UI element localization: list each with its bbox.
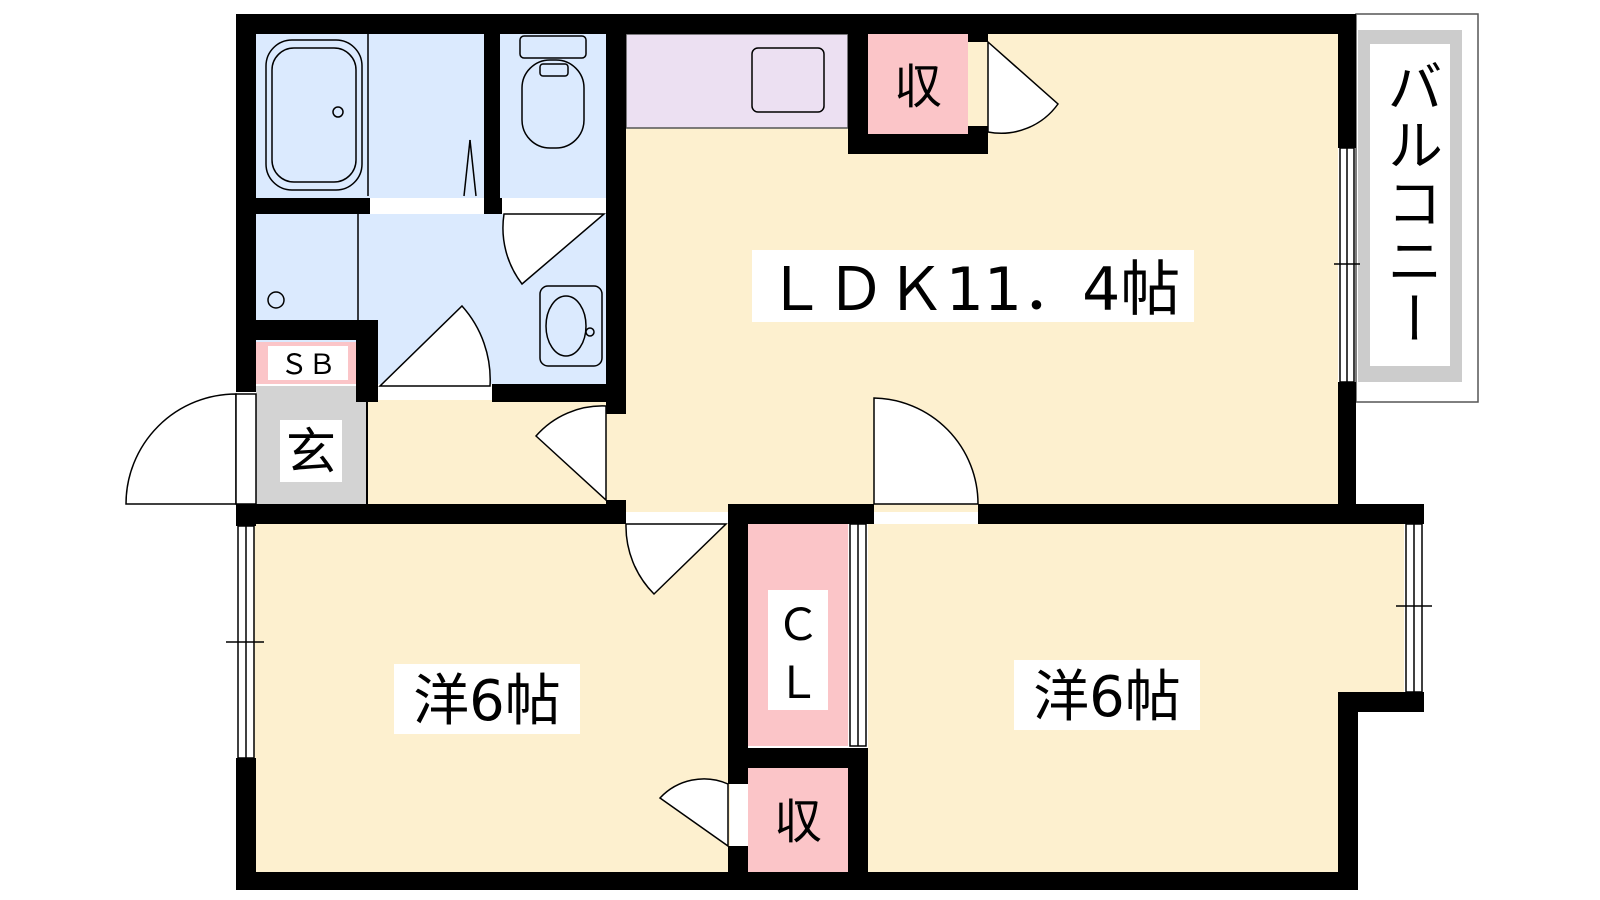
wash-basin-icon bbox=[539, 285, 603, 367]
windows bbox=[226, 147, 1432, 759]
entrance-label: 玄 bbox=[286, 423, 336, 481]
floor-fills bbox=[254, 32, 1404, 874]
right-room-door bbox=[873, 397, 979, 505]
bathroom-floor bbox=[256, 32, 484, 198]
doors bbox=[125, 40, 1060, 848]
storage-bottom-label: 収 bbox=[774, 794, 822, 850]
western-right-label: 洋6帖 bbox=[1033, 665, 1181, 730]
storage-top-fill bbox=[868, 32, 968, 134]
storage-top-label: 収 bbox=[894, 59, 942, 115]
ldk-door bbox=[534, 405, 607, 502]
storage-bottom-door bbox=[658, 778, 729, 848]
walls bbox=[236, 14, 1424, 890]
western-right-bay bbox=[1336, 524, 1404, 694]
entrance-door bbox=[125, 393, 237, 505]
toilet-door bbox=[502, 213, 607, 286]
balcony-inner bbox=[1370, 44, 1450, 366]
toilet-floor bbox=[500, 32, 606, 198]
bath-drain-icon bbox=[332, 106, 344, 118]
western-left-label: 洋6帖 bbox=[413, 669, 561, 734]
storage-top-door bbox=[987, 40, 1060, 134]
bathtub-icon bbox=[265, 39, 363, 191]
sink-icon bbox=[751, 47, 825, 113]
balcony bbox=[1355, 13, 1479, 403]
bathtub-inner bbox=[271, 47, 357, 183]
closet-label-l: Ｌ bbox=[776, 658, 820, 709]
ldk-label: ＬＤＫ11．4帖 bbox=[766, 255, 1181, 325]
labels: ＬＤＫ11．4帖 洋6帖 洋6帖 収 収 Ｃ Ｌ ＳＢ 玄 バルコニー bbox=[268, 58, 1443, 850]
balcony-label: バルコニー bbox=[1378, 58, 1443, 348]
washer-drain-icon bbox=[267, 291, 285, 309]
fixtures bbox=[265, 34, 603, 367]
toilet-tank-icon bbox=[519, 35, 587, 59]
shoe-box-label: ＳＢ bbox=[280, 348, 336, 381]
toilet-seat-icon bbox=[521, 59, 585, 149]
washroom-door bbox=[378, 304, 491, 387]
closet-label-c: Ｃ bbox=[776, 600, 820, 651]
left-room-door bbox=[625, 523, 728, 596]
storage-bottom-fill bbox=[748, 768, 848, 874]
